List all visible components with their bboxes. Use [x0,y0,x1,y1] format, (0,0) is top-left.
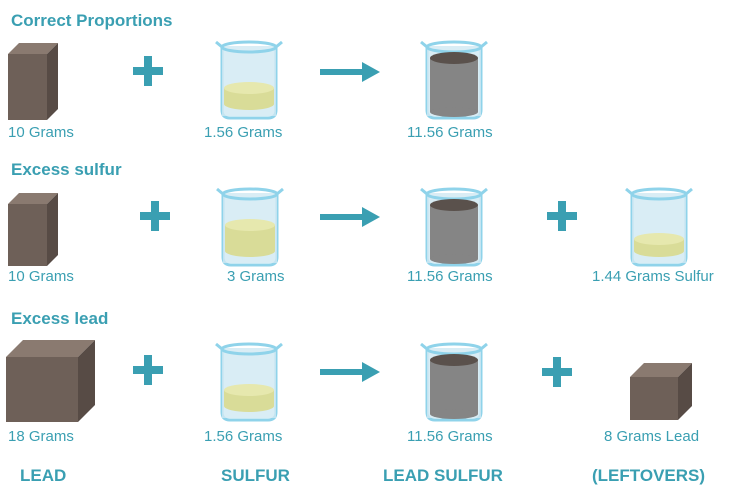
leftover-quantity: 8 Grams Lead [604,428,700,445]
lead-sulfur-quantity: 11.56 Grams [407,124,493,141]
beaker-sulfur-icon [216,187,284,267]
column-label-sulfur: SULFUR [221,466,290,485]
lead-quantity: 10 Grams [8,124,74,141]
row-heading-excess-sulfur: Excess sulfur [11,160,122,179]
lead-sulfur-quantity: 11.56 Grams [407,268,493,285]
plus-icon [547,201,577,231]
beaker-lead-sulfur-icon [420,40,488,120]
beaker-lead-sulfur-icon [420,342,488,422]
lead-sulfur-quantity: 11.56 Grams [407,428,493,445]
leftover-quantity: 1.44 Grams Sulfur [592,268,714,285]
plus-icon [133,355,163,385]
beaker-sulfur-icon [215,40,283,120]
column-label-lead-sulfur: LEAD SULFUR [383,466,503,485]
plus-icon [542,357,572,387]
arrow-right-icon [320,362,380,382]
column-label-leftovers: (LEFTOVERS) [592,466,706,485]
arrow-right-icon [320,62,380,82]
lead-quantity: 10 Grams [8,268,74,285]
beaker-lead-sulfur-icon [420,187,488,267]
column-label-lead: LEAD [20,466,67,485]
sulfur-quantity: 3 Grams [227,268,285,285]
sulfur-quantity: 1.56 Grams [204,428,283,445]
lead-quantity: 18 Grams [8,428,74,445]
beaker-sulfur-icon [625,187,693,267]
plus-icon [133,56,163,86]
beaker-sulfur-icon [215,342,283,422]
arrow-right-icon [320,207,380,227]
sulfur-quantity: 1.56 Grams [204,124,283,141]
plus-icon [140,201,170,231]
row-heading-excess-lead: Excess lead [11,309,109,328]
row-heading-correct-proportions: Correct Proportions [11,11,173,30]
